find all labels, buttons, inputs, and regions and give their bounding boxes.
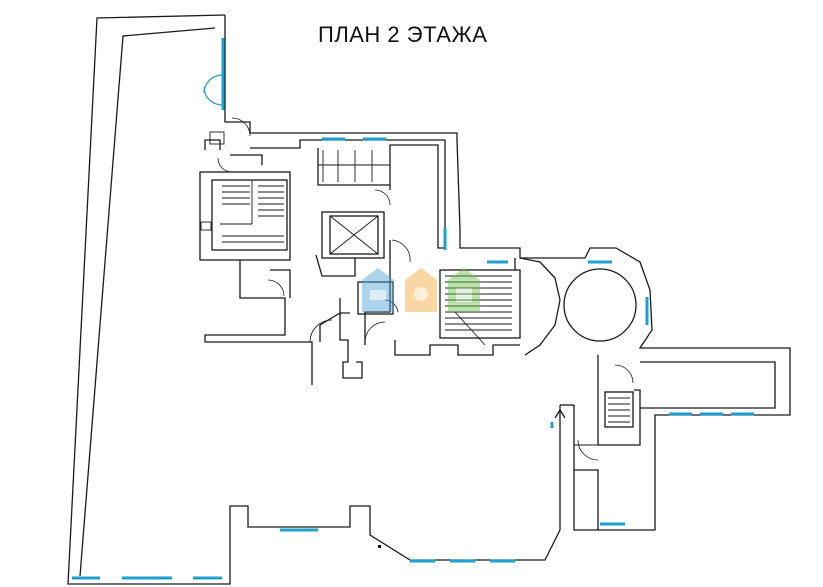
stairs — [222, 150, 630, 423]
sink-fixture — [200, 221, 212, 231]
marker-dot — [378, 545, 381, 548]
small-fixture — [209, 131, 225, 145]
windows — [72, 38, 754, 580]
plan-title: ПЛАН 2 ЭТАЖА — [318, 22, 488, 47]
watermark-logo-icon — [362, 268, 480, 312]
doors — [203, 74, 634, 461]
interior-walls — [199, 139, 641, 530]
